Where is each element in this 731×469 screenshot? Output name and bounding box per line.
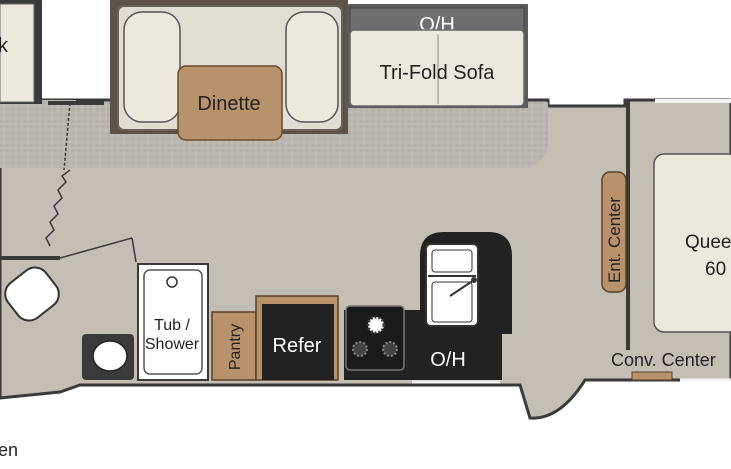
trifold-sofa-label: Tri-Fold Sofa <box>380 62 496 84</box>
burner-icon <box>366 315 386 335</box>
tub-label-2: Shower <box>145 336 200 353</box>
overhead-bottom-label: O/H <box>430 349 466 371</box>
carpet-area <box>0 100 76 168</box>
ent-center <box>601 171 627 293</box>
bunk-mattress <box>0 3 35 103</box>
queen-bed <box>653 153 731 333</box>
refer-label: Refer <box>273 335 322 357</box>
pantry <box>211 311 257 381</box>
conv-center <box>631 371 673 381</box>
bunk-label: k <box>0 35 9 57</box>
burner-icon <box>352 341 368 357</box>
toilet <box>4 266 60 322</box>
faucet-icon <box>449 279 475 297</box>
queen-bed-label-1: Quee <box>685 232 731 253</box>
dinette-label: Dinette <box>197 93 260 115</box>
bath-sink <box>92 340 128 372</box>
bottom-partial-label: en <box>0 440 18 460</box>
tub-label-1: Tub / <box>154 317 190 334</box>
pantry-label: Pantry <box>227 324 244 370</box>
ent-center-label: Ent. Center <box>605 197 624 283</box>
conv-center-label: Conv. Center <box>611 350 716 370</box>
queen-bed-label-2: 60 <box>705 259 726 280</box>
dinette-bench-left <box>123 11 181 123</box>
dinette-bench-right <box>285 11 339 123</box>
burner-icon <box>382 341 398 357</box>
trifold-sofa <box>349 29 525 107</box>
dinette-table <box>177 65 283 141</box>
